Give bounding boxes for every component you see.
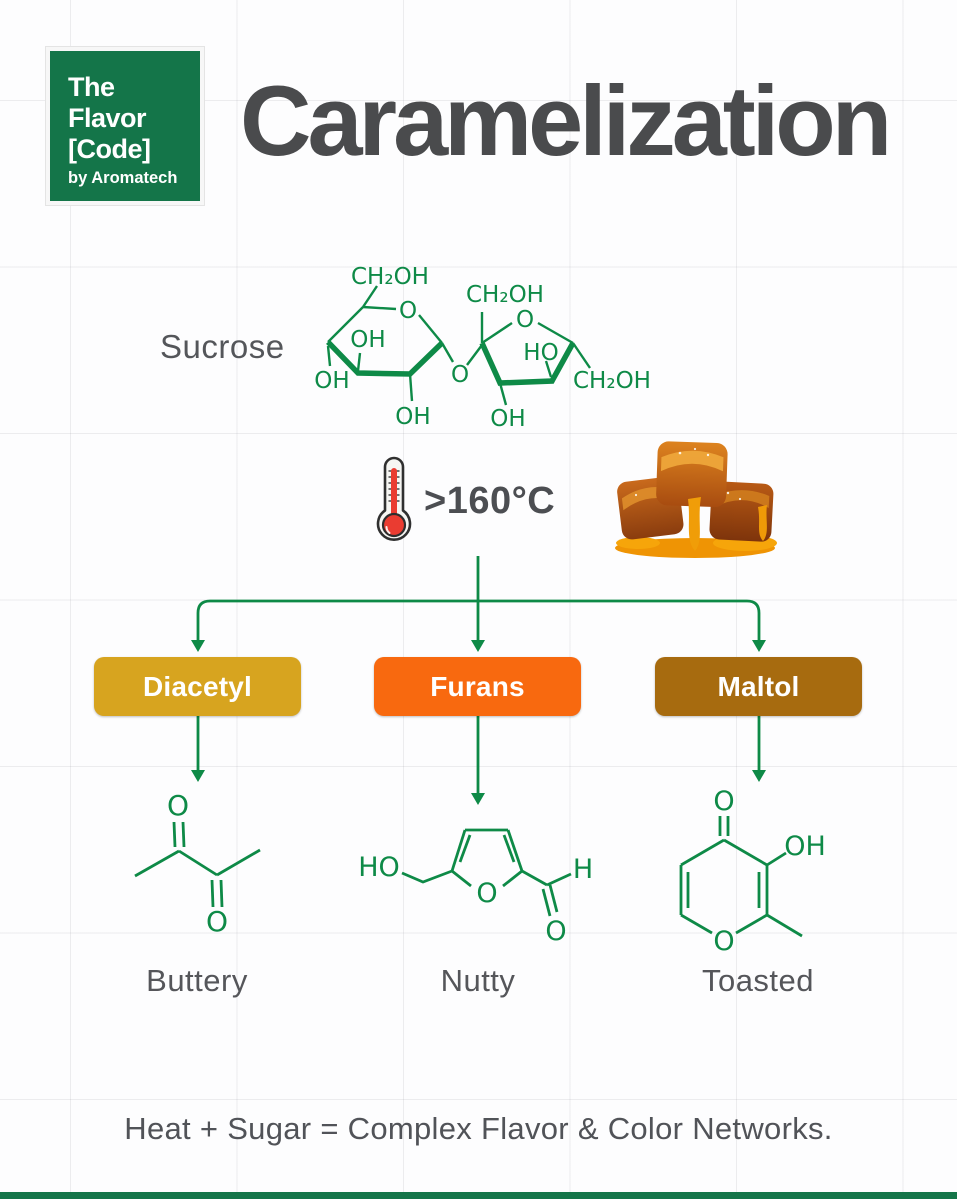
temperature-threshold: >160°C <box>424 480 556 522</box>
sucrose-structure-diagram: CH₂OH O OH OH OH O CH₂OH O HO CH₂OH OH <box>314 264 651 432</box>
sucrose-label: Sucrose <box>160 328 285 365</box>
furan-ring-o-label: O <box>476 878 497 909</box>
sucrose-oh-label: OH <box>490 406 525 432</box>
product-name: Maltol <box>717 670 800 702</box>
furan-h-label: H <box>573 854 593 885</box>
brand-name-line: [Code] <box>68 134 151 164</box>
furan-ho-label: HO <box>358 852 400 883</box>
maltol-oh-label: OH <box>784 831 826 862</box>
furan-carbonyl-o-label: O <box>545 916 566 947</box>
product-box-furans: Furans <box>374 657 581 716</box>
sucrose-ch2oh-label: CH₂OH <box>573 368 651 394</box>
flavor-label-buttery: Buttery <box>146 963 248 998</box>
brand-name-line: Flavor <box>68 103 147 133</box>
diacetyl-o-label: O <box>167 789 189 822</box>
sucrose-ch2oh-label: CH₂OH <box>351 264 429 290</box>
sucrose-oh-label: OH <box>395 404 430 430</box>
furan-structure-diagram: HO O H O <box>358 828 593 947</box>
sucrose-bridge-o-label: O <box>451 362 469 388</box>
sucrose-ho-label: HO <box>523 340 558 366</box>
sucrose-ring-o-label: O <box>516 307 534 333</box>
brand-logo: The Flavor [Code] by Aromatech <box>50 51 200 201</box>
product-name: Furans <box>430 670 525 702</box>
maltol-ring-o-label: O <box>713 926 734 955</box>
diacetyl-o-label: O <box>206 905 228 938</box>
maltol-carbonyl-o-label: O <box>713 786 734 817</box>
footer-summary: Heat + Sugar = Complex Flavor & Color Ne… <box>124 1111 833 1146</box>
footer-accent-bar <box>0 1192 957 1199</box>
sucrose-oh-label: OH <box>314 368 349 394</box>
flavor-label-toasted: Toasted <box>701 963 815 998</box>
diacetyl-structure-diagram: O O <box>134 789 261 938</box>
product-box-diacetyl: Diacetyl <box>94 657 301 716</box>
sucrose-oh-label: OH <box>350 327 385 353</box>
thermometer-icon <box>376 456 412 541</box>
sucrose-ring-o-label: O <box>399 298 417 324</box>
flavor-label-nutty: Nutty <box>440 963 516 998</box>
product-box-maltol: Maltol <box>655 657 862 716</box>
brand-byline: by Aromatech <box>68 169 178 187</box>
caramel-cubes-image <box>615 441 777 558</box>
brand-name-line: The <box>68 72 115 102</box>
sucrose-ch2oh-label: CH₂OH <box>466 282 544 308</box>
product-name: Diacetyl <box>143 670 252 702</box>
maltol-structure-diagram: O OH O <box>679 786 826 955</box>
page-title: Caramelization <box>240 65 892 176</box>
